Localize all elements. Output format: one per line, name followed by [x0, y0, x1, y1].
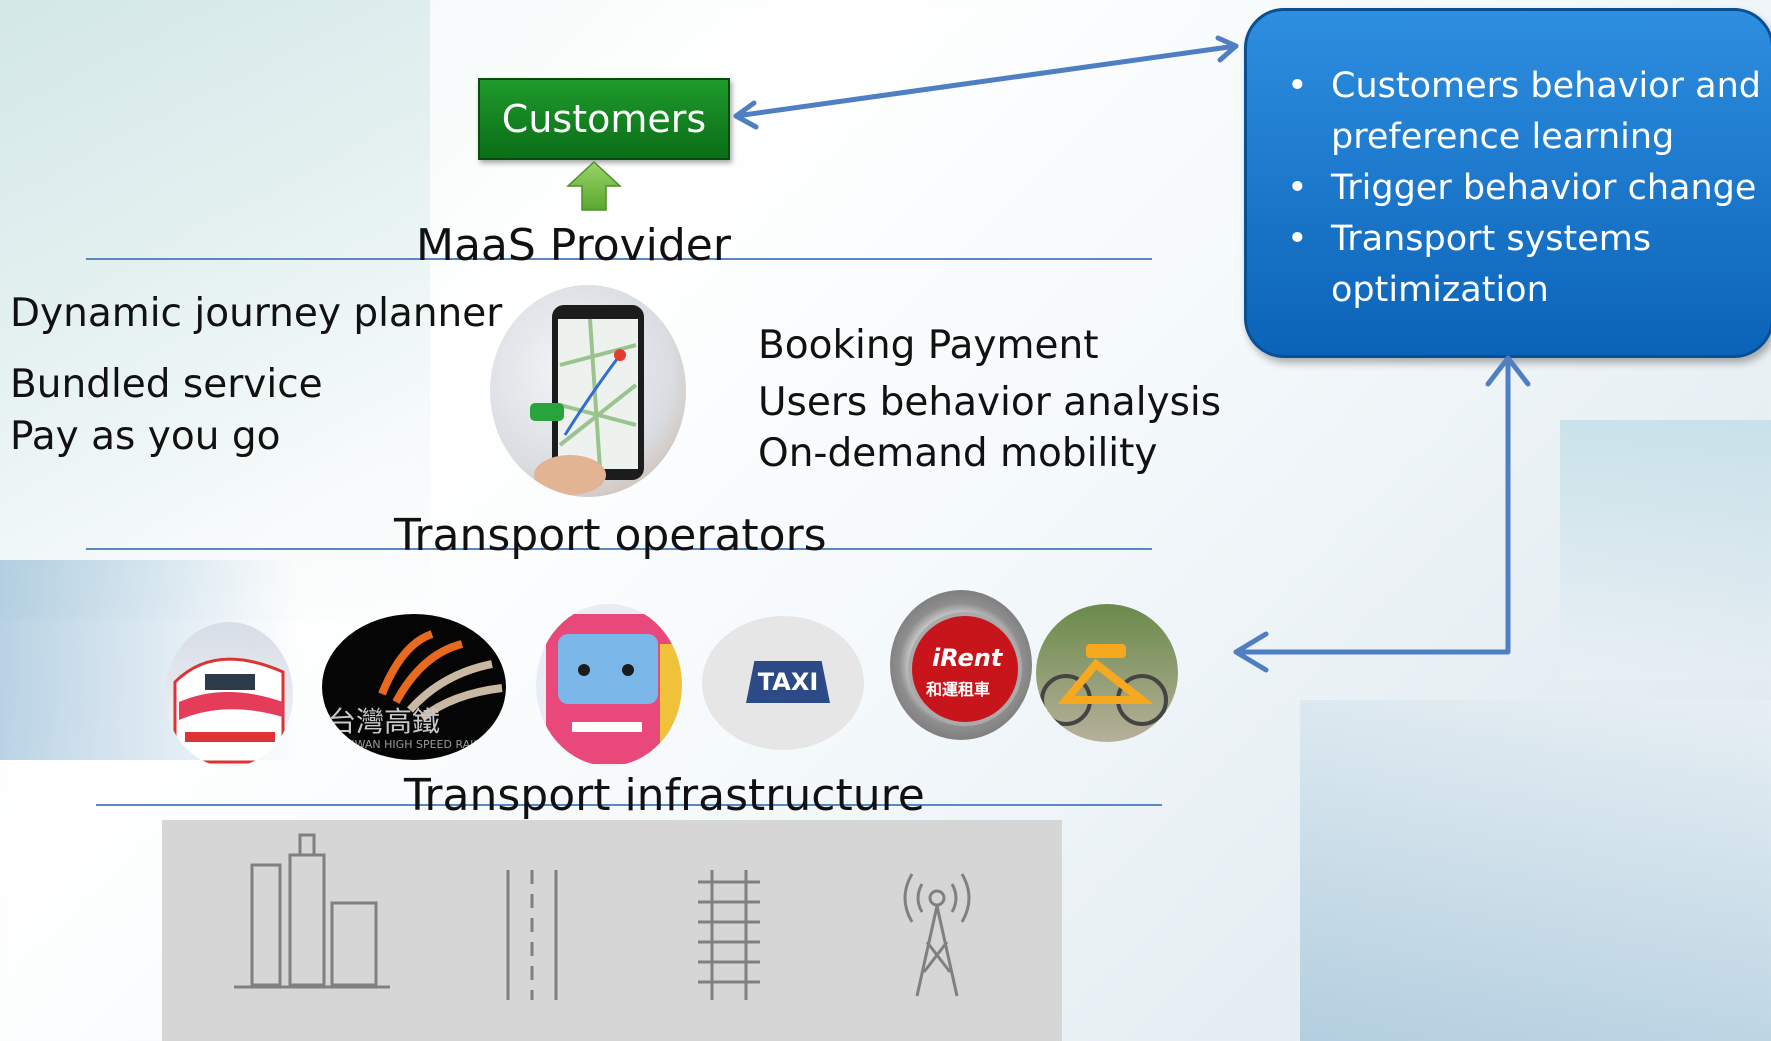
railway-icon: [698, 870, 760, 1000]
bus-logo: [536, 604, 682, 766]
insight-item: Transport systems optimization: [1281, 214, 1771, 316]
maas-provider-title: MaaS Provider: [416, 220, 731, 271]
transport-infrastructure-title: Transport infrastructure: [404, 770, 925, 821]
feature-pay-as-you-go: Pay as you go: [10, 414, 281, 459]
taxi-sign: TAXI: [746, 661, 830, 703]
smartphone-map-image: [490, 285, 686, 497]
insights-box: Customers behavior and preference learni…: [1244, 8, 1771, 358]
irent-logo-text: iRent: [932, 644, 1003, 672]
feature-booking-payment: Booking Payment: [758, 323, 1099, 368]
irent-logo-subtext: 和運租車: [926, 680, 991, 699]
insight-item: Trigger behavior change: [1281, 163, 1771, 214]
customers-link-arrow: [733, 43, 1239, 119]
transport-operators-title: Transport operators: [394, 510, 827, 561]
divider-line: [86, 548, 1152, 550]
insights-list: Customers behavior and preference learni…: [1281, 61, 1771, 316]
insight-item: Customers behavior and preference learni…: [1281, 61, 1771, 163]
thsr-logo: 台灣高鐵 TAIWAN HIGH SPEED RAIL: [322, 614, 506, 760]
bike-logo: [1036, 604, 1178, 742]
feature-users-behavior-analysis: Users behavior analysis: [758, 380, 1222, 425]
signal-tower-icon: [903, 873, 971, 997]
feature-dynamic-journey-planner: Dynamic journey planner: [10, 291, 503, 336]
irent-logo: iRent 和運租車: [890, 590, 1032, 740]
thsr-logo-text: 台灣高鐵: [328, 705, 441, 738]
customers-box: Customers: [478, 78, 730, 160]
road-icon: [506, 870, 558, 1000]
irent-badge: iRent 和運租車: [908, 612, 1022, 726]
city-buildings-icon: [234, 833, 390, 989]
divider-line: [86, 258, 1152, 260]
feedback-arrow: [1233, 357, 1511, 655]
infrastructure-panel: [162, 820, 1062, 1041]
thsr-logo-subtext: TAIWAN HIGH SPEED RAIL: [338, 738, 480, 751]
taxi-label: TAXI: [757, 668, 819, 696]
up-arrow-icon: [566, 160, 622, 211]
taxi-logo: TAXI: [702, 616, 864, 750]
divider-line: [96, 804, 1162, 806]
feature-bundled-service: Bundled service: [10, 362, 323, 407]
train-logo: [165, 622, 293, 767]
feature-on-demand-mobility: On-demand mobility: [758, 431, 1158, 476]
